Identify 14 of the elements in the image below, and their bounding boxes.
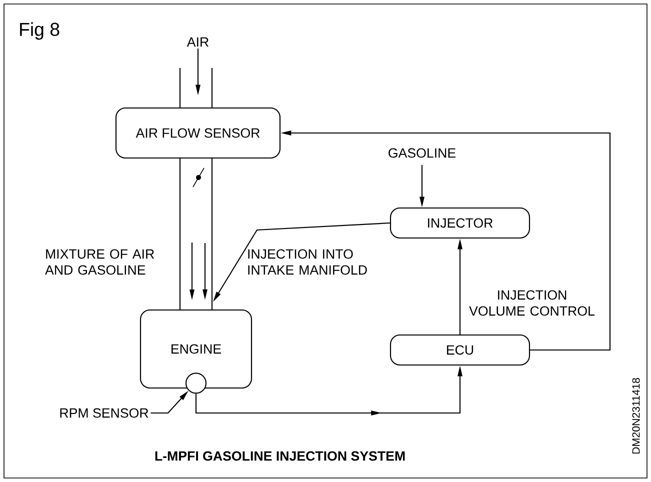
sensor-box: AIR FLOW SENSOR xyxy=(115,107,281,159)
sensor-circle xyxy=(185,372,207,394)
caption: L-MPFI GASOLINE INJECTION SYSTEM xyxy=(155,451,405,461)
figure-title: Fig 8 xyxy=(20,22,60,40)
sensor-label: RPM SENSOR xyxy=(60,408,148,418)
edge-label: INJECTION INTO INTAKE MANIFOLD xyxy=(248,249,367,275)
edge-label: INJECTION VOLUME CONTROL xyxy=(469,290,595,316)
injector-box: INJECTOR xyxy=(390,207,530,239)
ecu-box: ECU xyxy=(390,334,530,366)
edge-label: MIXTURE OF AIR AND GASOLINE xyxy=(45,249,154,275)
fuel-label: GASOLINE xyxy=(388,148,456,158)
engine-box: ENGINE xyxy=(140,309,252,389)
figure-code: DM20N2311418 xyxy=(632,378,640,454)
flow-label: AIR xyxy=(186,37,208,47)
